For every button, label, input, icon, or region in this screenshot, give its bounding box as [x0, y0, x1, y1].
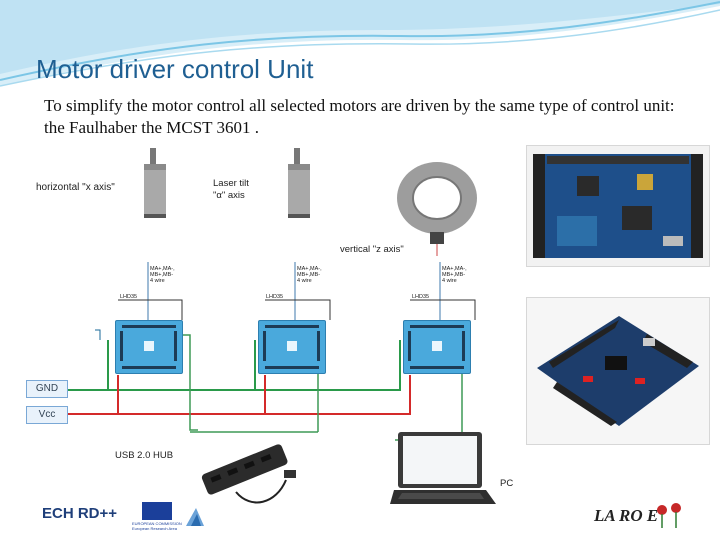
la-rose-logo: LA RO E	[594, 500, 690, 530]
slide-title: Motor driver control Unit	[36, 54, 314, 84]
eu-commission-logo: EUROPEAN COMMISSION European Research Ar…	[132, 502, 192, 532]
driver-board-1	[115, 320, 183, 374]
eu-flag-icon	[142, 502, 172, 520]
eu-logo-text: EUROPEAN COMMISSION European Research Ar…	[132, 521, 182, 531]
driver-label-1: LHD35	[120, 294, 138, 300]
usb-hub-label: USB 2.0 HUB	[115, 450, 174, 461]
motor-z-label: vertical "z axis"	[340, 244, 404, 255]
header-wave-decoration	[0, 0, 720, 87]
driver-board-3	[403, 320, 471, 374]
fp7-logo	[186, 508, 204, 526]
vcc-rail-label: Vcc	[26, 406, 68, 424]
intro-paragraph: To simplify the motor control all select…	[44, 96, 675, 137]
wire-note-3: MA+,MA-, MB+,MB- 4 wire	[442, 266, 467, 284]
pc-laptop-image	[390, 432, 496, 504]
motor-x-label: horizontal "x axis"	[36, 182, 115, 193]
wire-note-1: MA+,MA-, MB+,MB- 4 wire	[150, 266, 175, 284]
rose-flower-icon	[657, 503, 681, 528]
echord-logo: ECH RD++	[40, 500, 125, 528]
echord-logo-text: ECH RD++	[42, 505, 118, 522]
driver-label-2: LHD35	[266, 294, 284, 300]
usb-hub-image	[201, 444, 296, 504]
gnd-rail-label: GND	[26, 380, 68, 398]
motor-alpha-axis-image	[288, 148, 310, 218]
motor-z-axis-ring-image	[397, 162, 477, 256]
controller-board-photo-bottom	[526, 297, 710, 445]
driver-label-3: LHD35	[412, 294, 430, 300]
motor-x-axis-image	[144, 148, 166, 218]
motor-alpha-label: Laser tilt "α" axis	[213, 178, 249, 201]
controller-board-photo-top	[526, 145, 710, 267]
pc-label: PC	[500, 478, 514, 489]
la-rose-logo-text: LA RO E	[594, 506, 659, 525]
driver-board-2	[258, 320, 326, 374]
wire-note-2: MA+,MA-, MB+,MB- 4 wire	[297, 266, 322, 284]
